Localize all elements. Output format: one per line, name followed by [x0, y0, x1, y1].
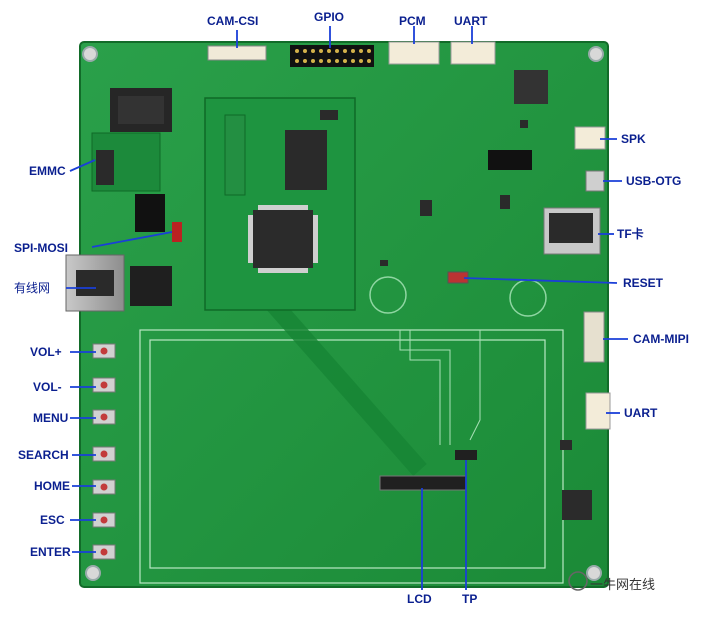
tp-connector	[455, 450, 477, 460]
label-reset: RESET	[623, 276, 664, 290]
pointer-lines	[66, 26, 628, 590]
label-tf: TF卡	[617, 227, 644, 241]
label-vol-minus: VOL-	[33, 380, 62, 394]
pcm-connector	[388, 41, 440, 65]
label-emmc: EMMC	[29, 164, 66, 178]
cam-csi-connector	[207, 45, 267, 61]
label-search: SEARCH	[18, 448, 69, 462]
usb-otg-connector	[585, 170, 605, 192]
uart-right-connector	[585, 392, 611, 430]
label-home: HOME	[34, 479, 70, 493]
label-lcd: LCD	[407, 592, 432, 606]
watermark-logo-icon	[568, 571, 588, 591]
label-cam-mipi: CAM-MIPI	[633, 332, 689, 346]
lcd-flex-traces	[263, 294, 427, 476]
label-esc: ESC	[40, 513, 65, 527]
label-usb-otg: USB-OTG	[626, 174, 682, 188]
watermark-text: 一牛网在线	[590, 578, 656, 593]
main-soc	[253, 210, 313, 268]
small-components	[320, 110, 572, 450]
uart-top-connector	[450, 41, 496, 65]
label-enter: ENTER	[30, 545, 71, 559]
label-uart-right: UART	[624, 406, 658, 420]
label-pcm: PCM	[399, 14, 426, 28]
spk-connector	[574, 126, 606, 150]
label-uart-top: UART	[454, 14, 488, 28]
cam-mipi-connector	[583, 311, 605, 363]
wifi-module	[514, 70, 548, 104]
label-gpio: GPIO	[314, 10, 345, 24]
label-cam-csi: CAM-CSI	[207, 14, 259, 28]
spi-header	[135, 194, 165, 232]
label-vol-plus: VOL+	[30, 345, 62, 359]
label-tp: TP	[462, 592, 478, 606]
lcd-connector	[379, 475, 467, 491]
label-spk: SPK	[621, 132, 646, 146]
label-menu: MENU	[33, 411, 69, 425]
watermark: 一牛网在线	[566, 574, 655, 593]
label-ethernet: 有线网	[14, 281, 51, 295]
gpio-header	[290, 45, 374, 67]
mounting-holes	[82, 46, 604, 581]
spi-jumper	[172, 222, 182, 242]
label-spi-mosi: SPI-MOSI	[14, 241, 69, 255]
lcd-area	[139, 329, 564, 584]
